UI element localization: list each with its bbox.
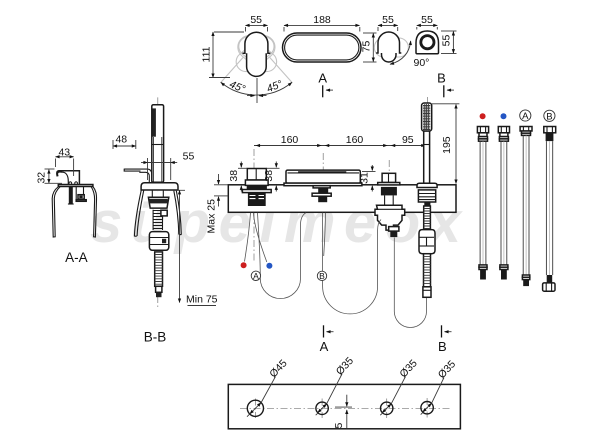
svg-text:43: 43 bbox=[58, 146, 70, 158]
svg-text:38: 38 bbox=[228, 170, 240, 182]
svg-text:55: 55 bbox=[421, 14, 433, 26]
svg-text:B: B bbox=[546, 111, 552, 122]
svg-text:45°: 45° bbox=[265, 78, 284, 95]
svg-text:Ø35: Ø35 bbox=[397, 357, 419, 380]
svg-text:A: A bbox=[318, 71, 327, 86]
svg-text:B-B: B-B bbox=[144, 330, 167, 345]
svg-text:5: 5 bbox=[333, 423, 345, 429]
svg-text:A: A bbox=[253, 271, 259, 281]
svg-text:A-A: A-A bbox=[65, 250, 88, 265]
svg-text:38: 38 bbox=[263, 170, 275, 182]
svg-text:Min 75: Min 75 bbox=[186, 294, 218, 306]
svg-text:Max 25: Max 25 bbox=[206, 199, 218, 234]
svg-text:A: A bbox=[522, 111, 529, 122]
svg-text:55: 55 bbox=[382, 14, 394, 26]
svg-text:48: 48 bbox=[115, 134, 127, 146]
svg-text:Ø45: Ø45 bbox=[267, 357, 289, 380]
svg-text:188: 188 bbox=[313, 14, 331, 26]
svg-text:55: 55 bbox=[183, 151, 195, 163]
svg-text:B: B bbox=[438, 339, 447, 354]
svg-text:75: 75 bbox=[361, 41, 373, 53]
svg-text:195: 195 bbox=[441, 136, 453, 154]
svg-text:160: 160 bbox=[281, 134, 299, 146]
svg-text:90°: 90° bbox=[414, 57, 430, 69]
svg-text:32: 32 bbox=[36, 172, 48, 184]
svg-text:Ø35: Ø35 bbox=[334, 355, 356, 378]
svg-text:Ø35: Ø35 bbox=[436, 358, 458, 381]
svg-text:95: 95 bbox=[402, 134, 414, 146]
svg-text:55: 55 bbox=[250, 14, 262, 26]
svg-text:B: B bbox=[437, 71, 446, 86]
svg-text:111: 111 bbox=[201, 46, 213, 62]
svg-text:160: 160 bbox=[346, 134, 364, 146]
svg-text:31: 31 bbox=[359, 172, 371, 184]
svg-text:A: A bbox=[320, 339, 329, 354]
svg-text:45°: 45° bbox=[228, 78, 247, 95]
svg-text:55: 55 bbox=[441, 35, 453, 47]
svg-text:B: B bbox=[319, 271, 325, 281]
